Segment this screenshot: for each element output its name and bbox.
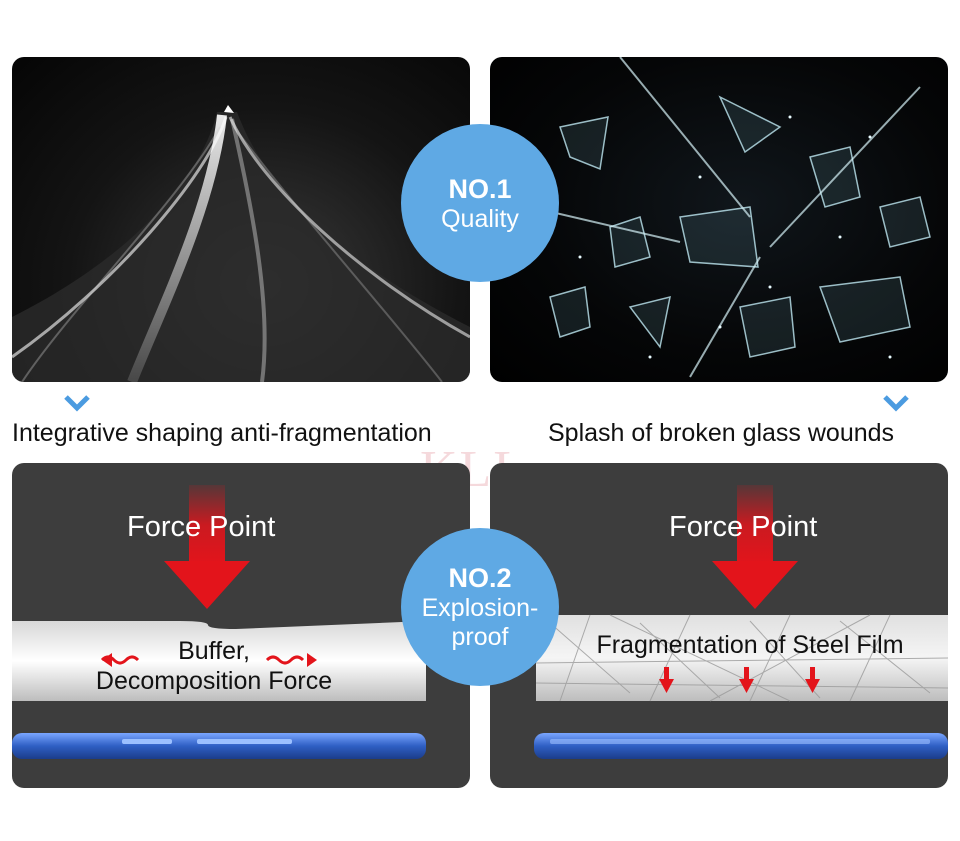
glass-shards-illustration [529,57,931,378]
arrow-down-icon [189,485,225,565]
caption-left: Integrative shaping anti-fragmentation [12,419,432,447]
buffer-diagram [12,463,470,788]
badge-label-line2: proof [451,623,509,651]
film-stretch-image [12,57,470,382]
explosion-proof-badge: NO.2 Explosion- proof [401,528,559,686]
badge-label-line1: Explosion- [421,594,539,622]
badge-number: NO.2 [448,563,512,593]
force-point-label: Force Point [127,511,276,543]
badge-label: Quality [441,204,519,233]
buffer-line1: Buffer, [178,637,250,665]
wavy-arrow-icon [265,655,305,665]
buffer-line2: Decomposition Force [95,667,333,695]
buffer-label: Buffer, Decomposition Force [64,636,364,696]
arrow-down-icon [737,485,773,565]
quality-badge: NO.1 Quality [401,124,559,282]
buffer-illustration [12,485,426,759]
fragmentation-label: Fragmentation of Steel Film [596,631,904,659]
fragmentation-illustration [534,485,948,759]
force-point-label: Force Point [669,511,818,543]
fragmentation-diagram [490,463,948,788]
broken-glass-image [490,57,948,382]
film-illustration [12,105,470,382]
chevron-down-icon [64,395,90,412]
caption-right: Splash of broken glass wounds [548,419,895,447]
badge-number: NO.1 [448,173,512,204]
chevron-down-icon [883,395,909,412]
